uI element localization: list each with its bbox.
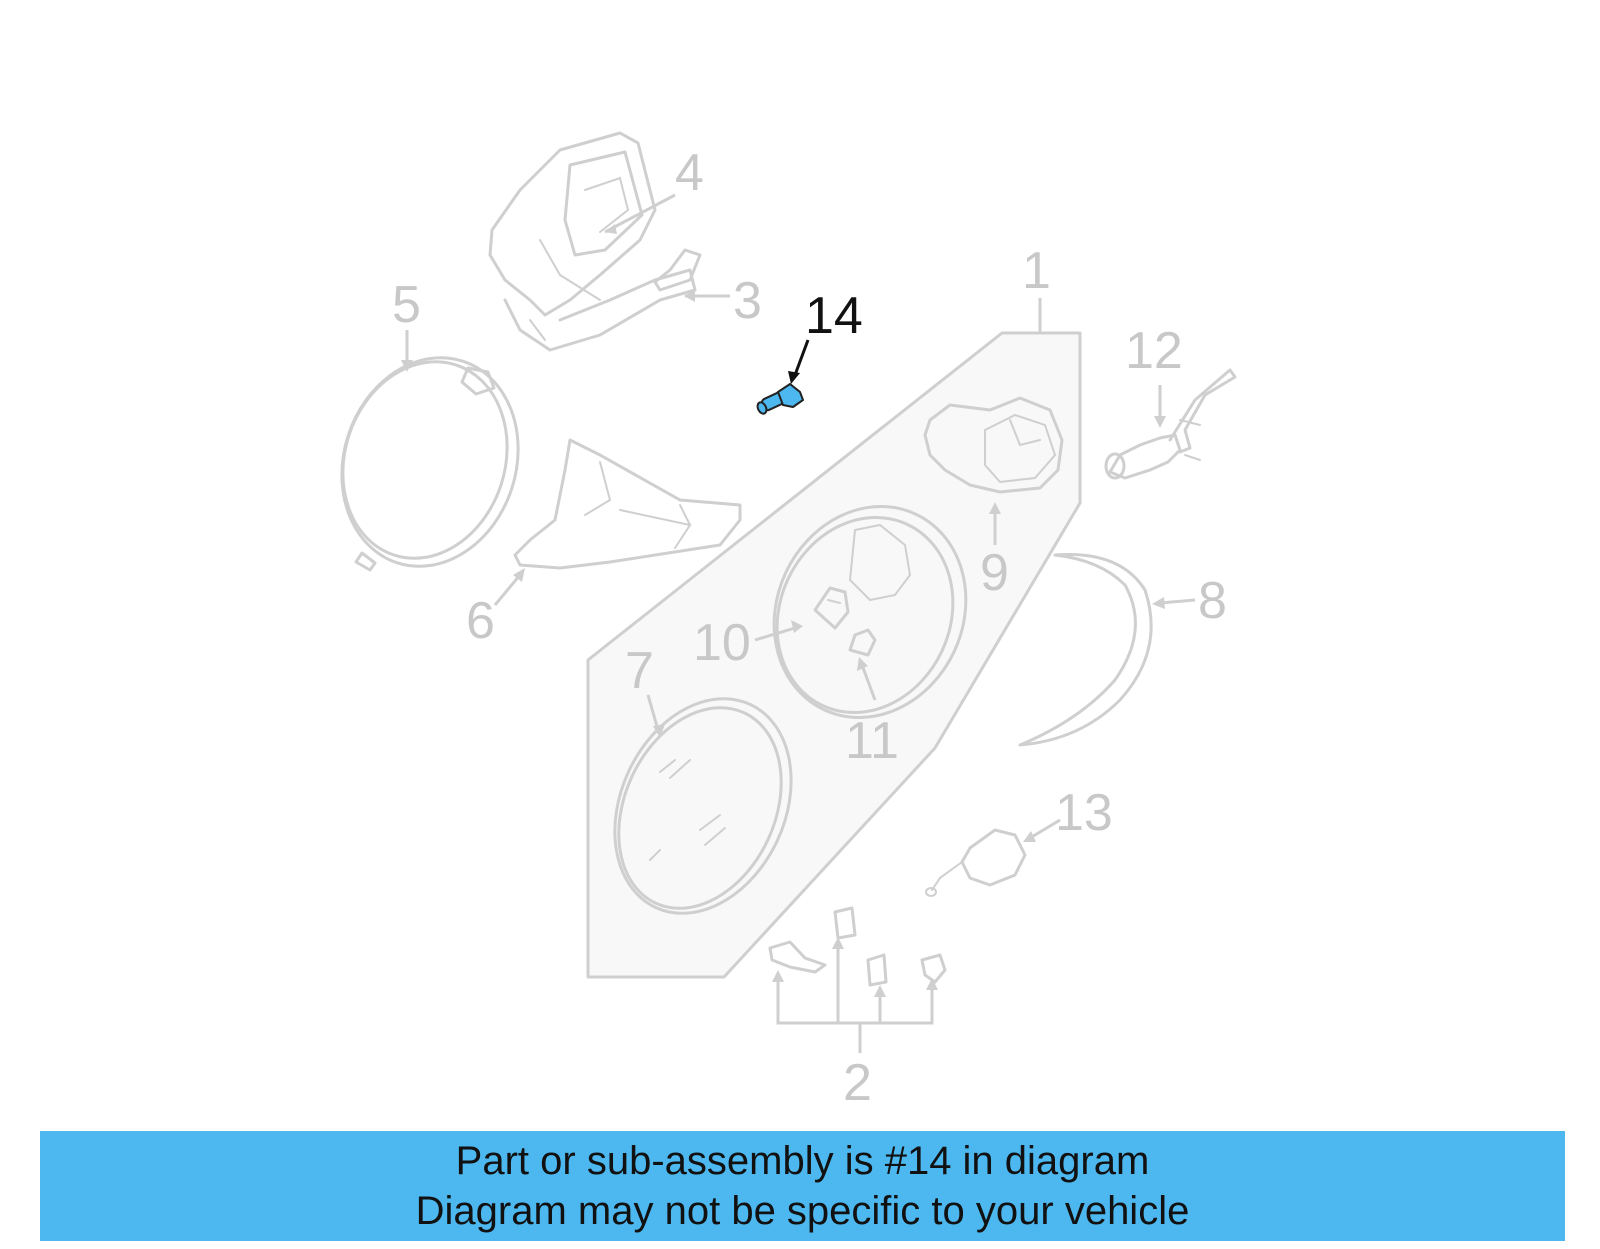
banner-line-2: Diagram may not be specific to your vehi… (415, 1189, 1190, 1233)
part-10-bulb[interactable] (740, 475, 1000, 749)
banner-line-1: Part or sub-assembly is #14 in diagram (455, 1139, 1150, 1183)
callout-12: 12 (1125, 322, 1183, 380)
part-9-socket-cap[interactable] (923, 396, 1064, 545)
callout-5: 5 (392, 276, 421, 334)
part-7-lens[interactable] (581, 670, 824, 942)
callout-2: 2 (843, 1054, 872, 1112)
callout-1: 1 (1022, 242, 1051, 300)
callout-3: 3 (733, 272, 762, 330)
part-6-bracket[interactable] (493, 438, 742, 606)
callout-6: 6 (466, 592, 495, 650)
callout-4: 4 (675, 144, 704, 202)
callout-13: 13 (1055, 784, 1113, 842)
part-14-bolt[interactable] (756, 339, 810, 415)
part-12-socket-wire[interactable] (1104, 368, 1237, 480)
part-3-clip[interactable] (653, 248, 730, 302)
callout-9: 9 (980, 544, 1009, 602)
callout-7: 7 (625, 642, 654, 700)
info-banner: Part or sub-assembly is #14 in diagram D… (40, 1131, 1565, 1241)
callout-14: 14 (805, 287, 863, 345)
part-8-trim[interactable] (1018, 552, 1196, 747)
part-1-housing[interactable] (586, 298, 1082, 979)
part-5-ring[interactable] (315, 330, 544, 589)
part-4-back-cover[interactable] (488, 131, 697, 352)
callout-11: 11 (845, 712, 899, 770)
part-11-small-bulb[interactable] (848, 628, 877, 701)
part-2-clips[interactable] (768, 906, 947, 1053)
callout-8: 8 (1198, 572, 1227, 630)
part-13-motor[interactable] (925, 818, 1061, 897)
callout-10: 10 (693, 614, 751, 672)
